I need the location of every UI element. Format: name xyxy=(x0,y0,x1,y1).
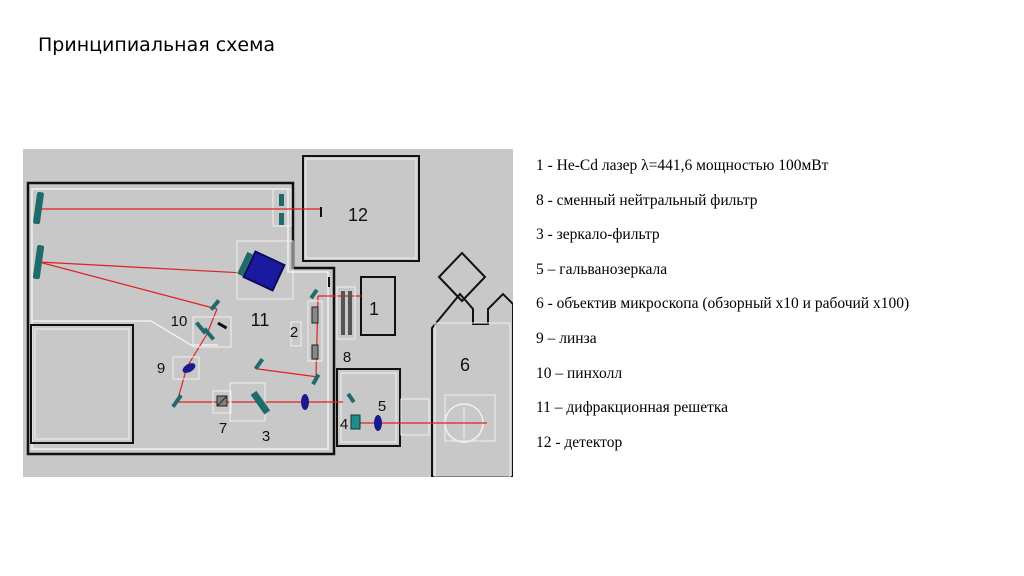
beam-grating-out xyxy=(38,261,218,310)
galvo-box xyxy=(336,368,401,447)
label-9: 9 xyxy=(157,360,165,377)
filter-wheel-left xyxy=(341,291,345,335)
pinhole-turning-mirror xyxy=(209,299,221,311)
element2-frame xyxy=(290,321,302,347)
diffraction-grating-11 xyxy=(242,250,286,292)
label-6: 6 xyxy=(460,355,470,375)
beam-to-lens9 xyxy=(186,333,208,368)
lens-before-galvo xyxy=(301,394,309,410)
filter8-lower xyxy=(311,344,319,360)
label-1: 1 xyxy=(369,299,379,319)
label-8: 8 xyxy=(343,349,351,366)
legend-item-laser: 1 - He-Cd лазер λ=441,6 мощностью 100мВт xyxy=(536,157,829,174)
label-5: 5 xyxy=(378,398,386,415)
legend-item-mirror-filter: 3 - зеркало-фильтр xyxy=(536,226,660,244)
lens-9 xyxy=(182,363,196,373)
galvo-turning-mirror xyxy=(346,392,356,404)
microscope-inner xyxy=(434,322,511,477)
collimating-mirror-top xyxy=(33,191,44,225)
galvo-box-inner xyxy=(340,372,397,443)
upper-turning-mirror xyxy=(253,357,265,371)
galvo-mirror-4 xyxy=(350,414,361,430)
beam-filter-reflect xyxy=(257,368,319,378)
filter8-exit-mirror xyxy=(311,373,321,386)
optical-scheme-diagram: 1 2 3 4 5 6 7 8 9 10 11 12 xyxy=(23,149,513,477)
mirror-filter-3 xyxy=(250,390,271,415)
partition-line xyxy=(32,320,218,346)
pinhole-mirror-1 xyxy=(194,321,208,335)
label-12: 12 xyxy=(348,205,368,225)
lower-left-block xyxy=(30,324,134,444)
laser-turning-mirror xyxy=(309,288,319,300)
legend-item-galvo-mirrors: 5 – гальванозеркала xyxy=(536,260,668,278)
lower-left-mirror xyxy=(171,394,183,408)
filter-wheel-frame xyxy=(336,286,356,340)
label-10: 10 xyxy=(171,313,188,330)
pinhole-frame xyxy=(192,316,232,348)
page-title: Принципиальная схема xyxy=(38,34,276,56)
beam-grating-in xyxy=(38,261,264,275)
legend-list: 1 - He-Cd лазер λ=441,6 мощностью 100мВт… xyxy=(536,156,909,467)
detector-entrance-frame xyxy=(272,188,292,227)
legend-item-grating: 11 – дифракционная решетка xyxy=(536,399,729,417)
element7-frame xyxy=(212,390,232,414)
galvo-connector xyxy=(400,398,430,436)
lower-left-block-inner xyxy=(34,328,130,440)
pinhole-mirror-2 xyxy=(202,327,216,341)
legend-item-lens: 9 – линза xyxy=(536,329,597,347)
detector-mirror-top xyxy=(279,194,284,206)
grating-frame xyxy=(236,240,294,300)
filter-slit xyxy=(328,277,330,287)
laser-1-box xyxy=(360,276,396,336)
label-11: 11 xyxy=(251,310,270,330)
legend-item-pinhole: 10 – пинхолл xyxy=(536,364,623,382)
lens9-frame xyxy=(172,356,200,380)
filter3-frame xyxy=(229,382,266,422)
microscope-6-body xyxy=(431,292,513,477)
label-3: 3 xyxy=(262,428,270,445)
detector-mirror-bottom xyxy=(279,213,284,225)
filter8-upper xyxy=(311,306,319,324)
galvo-lens xyxy=(374,415,382,431)
legend-item-neutral-filter: 8 - сменный нейтральный фильтр xyxy=(536,191,758,209)
grating-mount xyxy=(237,251,253,277)
filter-wheel-right xyxy=(348,291,352,335)
label-7: 7 xyxy=(219,420,227,437)
pinhole-slit xyxy=(217,321,228,330)
spectrometer-housing xyxy=(26,181,336,456)
legend-item-detector: 12 - детектор xyxy=(536,433,623,451)
collimating-mirror-bottom xyxy=(32,245,45,280)
label-4: 4 xyxy=(340,416,348,433)
filter8-column-frame xyxy=(307,300,323,362)
legend-item-objective: 6 - объектив микроскопа (обзорный х10 и … xyxy=(536,295,910,313)
beam-to-pinhole xyxy=(206,308,218,335)
label-2: 2 xyxy=(290,324,298,341)
beam-splitter-diagonal xyxy=(216,395,228,407)
detector-slit xyxy=(320,207,322,217)
microscope-eyepiece xyxy=(437,251,487,303)
